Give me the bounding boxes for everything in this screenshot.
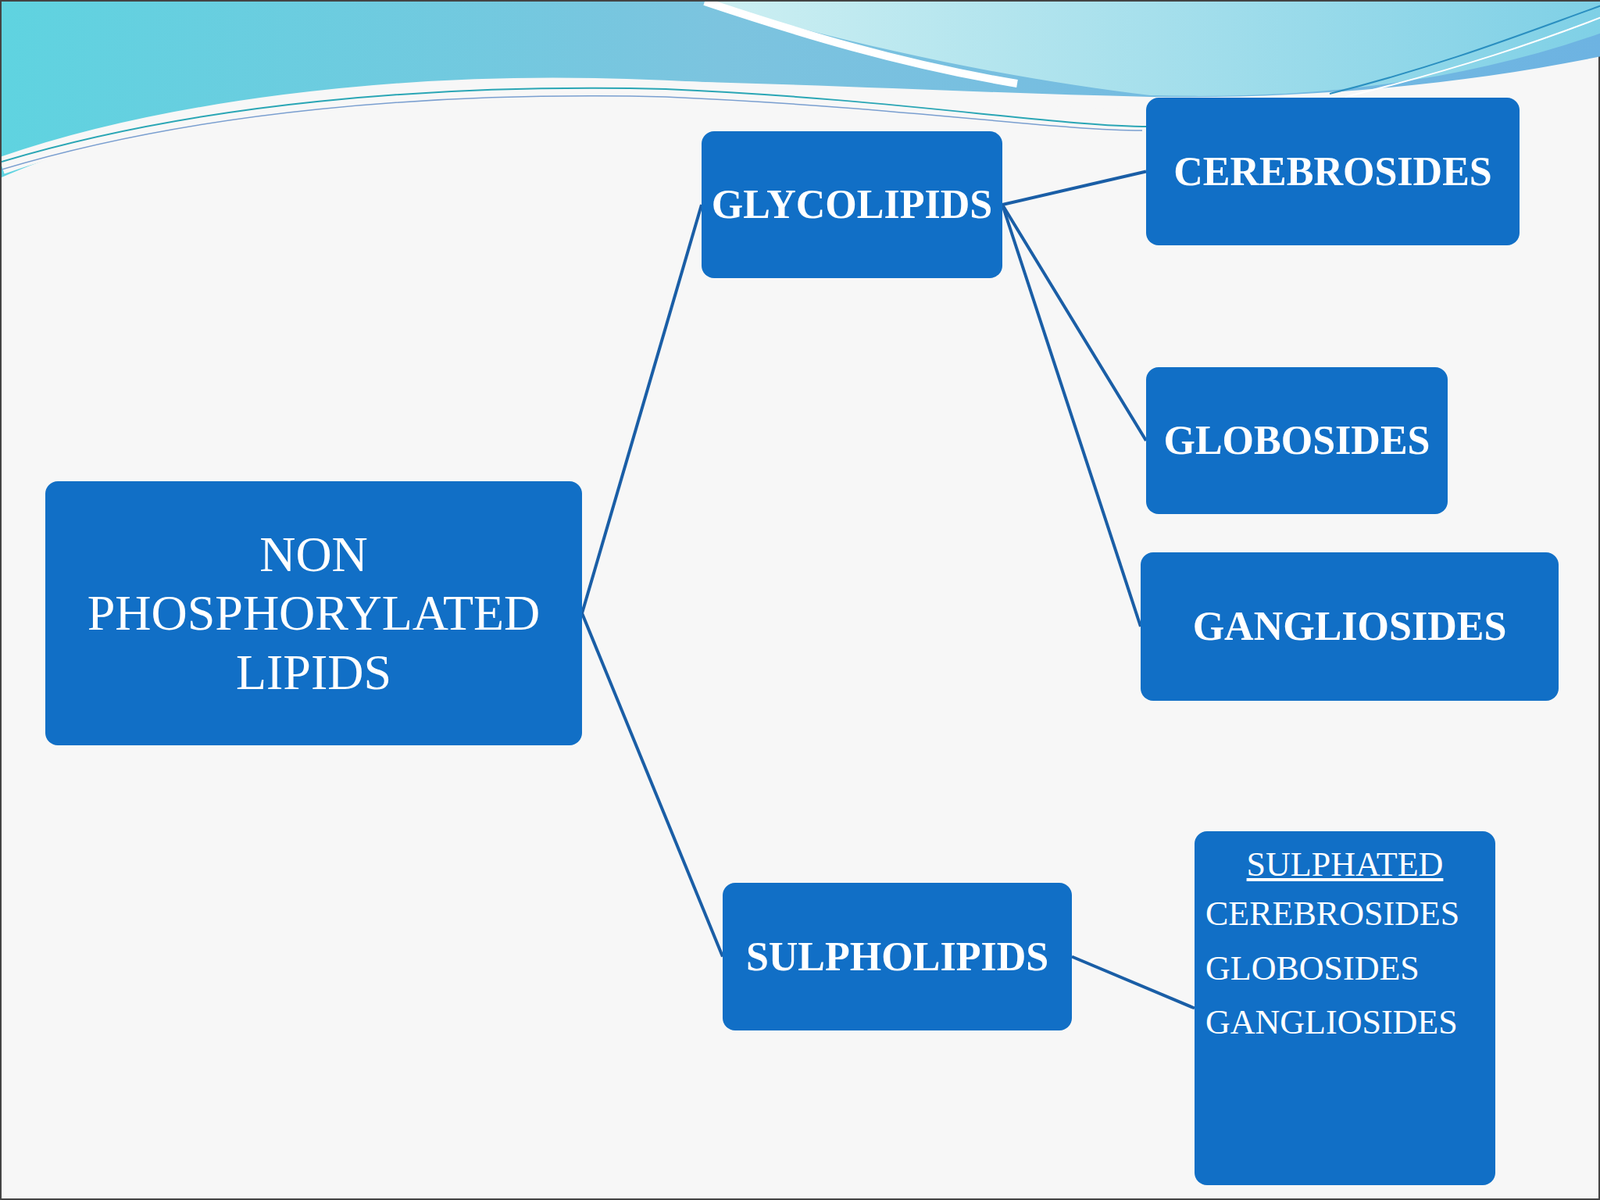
box-label: GLYCOLIPIDS (711, 182, 993, 227)
connector-line (1002, 204, 1141, 627)
concept-box: CEREBROSIDES (1146, 97, 1520, 246)
connector-line (582, 204, 702, 614)
connector-line (582, 613, 723, 958)
concept-box: GANGLIOSIDES (1140, 552, 1559, 701)
box-label: SULPHOLIPIDS (746, 934, 1049, 979)
box-heading: SULPHATED (1205, 842, 1485, 887)
concept-box: NON PHOSPHORYLATED LIPIDS (45, 481, 583, 746)
box-list: CEREBROSIDES GLOBOSIDES GANGLIOSIDES (1205, 886, 1460, 1050)
connector-line (1071, 957, 1195, 1009)
connector-line (1002, 204, 1147, 441)
concept-box: SULPHATEDCEREBROSIDES GLOBOSIDES GANGLIO… (1194, 831, 1496, 1186)
box-label: NON PHOSPHORYLATED LIPIDS (60, 525, 567, 703)
box-label: CEREBROSIDES (1173, 149, 1492, 194)
concept-box: SULPHOLIPIDS (722, 882, 1072, 1031)
concept-box: GLYCOLIPIDS (701, 131, 1003, 279)
connector-line (1002, 171, 1147, 206)
concept-box: GLOBOSIDES (1146, 367, 1448, 515)
box-label: GLOBOSIDES (1163, 417, 1430, 463)
box-label: GANGLIOSIDES (1192, 603, 1508, 649)
